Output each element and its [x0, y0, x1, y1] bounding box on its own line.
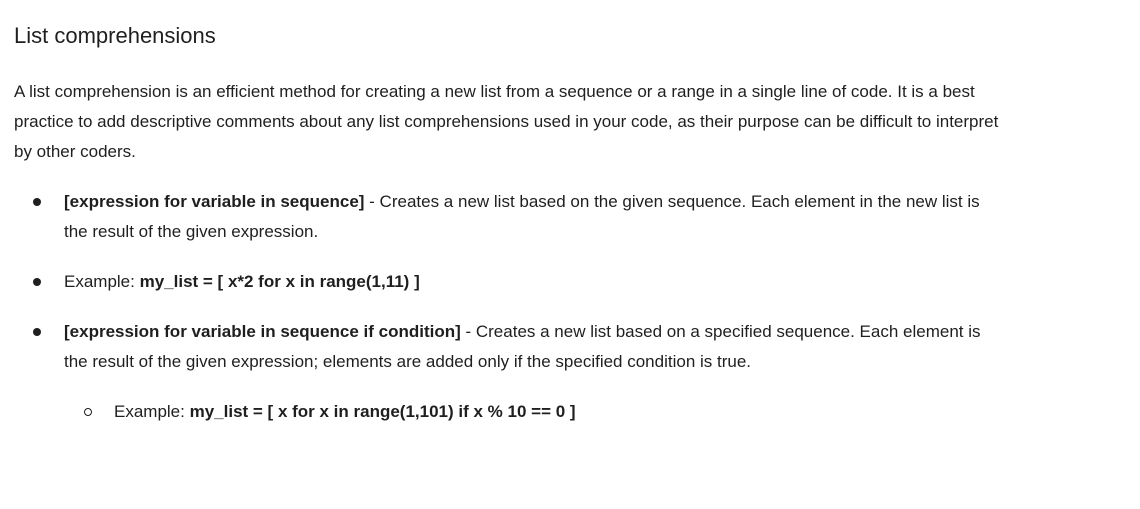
- list-item: [expression for variable in sequence if …: [14, 317, 984, 377]
- syntax-description: - Creates a new list based on a specifie…: [64, 322, 981, 371]
- syntax-bold: [expression for variable in sequence if …: [64, 322, 461, 341]
- syntax-description: - Creates a new list based on the given …: [64, 192, 980, 241]
- bullet-dot-icon: [33, 198, 41, 206]
- page-title: List comprehensions: [14, 23, 216, 48]
- sub-bullet-list: Example: my_list = [ x for x in range(1,…: [14, 397, 1140, 427]
- list-item: Example: my_list = [ x*2 for x in range(…: [14, 267, 984, 297]
- bullet-dot-icon: [33, 278, 41, 286]
- list-item: [expression for variable in sequence] - …: [14, 187, 984, 247]
- intro-paragraph: A list comprehension is an efficient met…: [14, 82, 999, 161]
- bullet-circle-icon: [84, 408, 92, 416]
- example-code: my_list = [ x for x in range(1,101) if x…: [189, 402, 576, 421]
- example-prefix: Example:: [114, 402, 190, 421]
- example-prefix: Example:: [64, 272, 140, 291]
- example-code: my_list = [ x*2 for x in range(1,11) ]: [139, 272, 420, 291]
- syntax-bold: [expression for variable in sequence]: [64, 192, 365, 211]
- bullet-list: [expression for variable in sequence] - …: [14, 187, 1140, 377]
- sub-list-item: Example: my_list = [ x for x in range(1,…: [14, 397, 1140, 427]
- bullet-dot-icon: [33, 328, 41, 336]
